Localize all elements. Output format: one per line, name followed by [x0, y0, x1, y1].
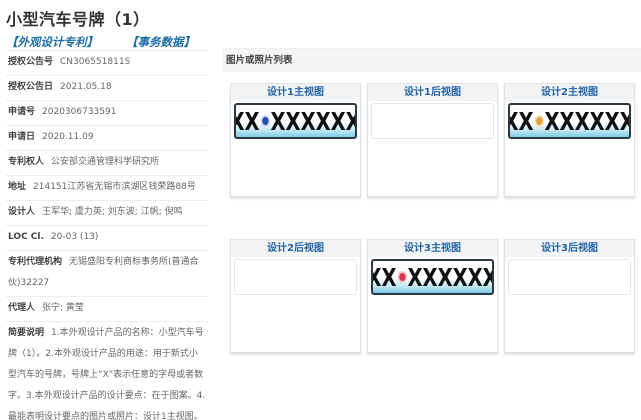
- info-value: 2020.11.09: [42, 132, 94, 142]
- info-value: 20-03 (13): [50, 232, 99, 242]
- info-value: 214151江苏省无锡市滨湖区钱荣路88号: [33, 182, 196, 192]
- plate-emblem-icon: [262, 117, 269, 125]
- info-row-application-date: 申请日 2020.11.09: [6, 126, 208, 151]
- image-list-panel: 图片或照片列表 设计1主视图 XX XXXXXX 设计1后视图 设计2主视图 X…: [222, 48, 641, 353]
- image-card-design3-rear[interactable]: 设计3后视图: [504, 239, 635, 353]
- info-value: CN306551811S: [60, 57, 131, 67]
- plate-text: XX XXXXXX: [373, 262, 494, 292]
- image-card-design2-rear[interactable]: 设计2后视图: [230, 239, 361, 353]
- info-label: 专利代理机构: [8, 257, 63, 267]
- license-plate-image[interactable]: XX XXXXXX: [234, 103, 357, 139]
- section-header: 图片或照片列表: [222, 48, 641, 72]
- license-plate-image[interactable]: XX XXXXXX: [371, 259, 494, 295]
- info-value: 2020306733591: [42, 107, 117, 117]
- plate-emblem-icon: [536, 117, 543, 125]
- info-label: 地址: [8, 182, 27, 192]
- info-label: 专利权人: [8, 157, 45, 167]
- info-label: 申请号: [8, 107, 36, 117]
- patent-info-panel: 授权公告号 CN306551811S 授权公告日 2021.05.18 申请号 202…: [6, 50, 208, 420]
- nav-link-design-patent[interactable]: 【外观设计专利】: [6, 35, 98, 49]
- image-card-design2-front[interactable]: 设计2主视图 XX XXXXXX: [504, 83, 635, 197]
- blank-thumbnail[interactable]: [234, 259, 357, 295]
- info-row-grant-number: 授权公告号 CN306551811S: [6, 50, 208, 76]
- info-value: 1.本外观设计产品的名称：小型汽车号牌（1）。2.本外观设计产品的用途：用于新式…: [8, 328, 206, 420]
- info-label: LOC Cl.: [8, 232, 44, 242]
- info-label: 代理人: [8, 303, 36, 313]
- info-row-agency: 专利代理机构无锡盛阳专利商标事务所(普通合伙)32227: [6, 251, 208, 297]
- image-card-design3-front[interactable]: 设计3主视图 XX XXXXXX: [367, 239, 498, 353]
- info-row-designers: 设计人王军华; 虞力英; 刘东波; 江帆; 倪鸣: [6, 201, 208, 226]
- info-label: 设计人: [8, 207, 36, 217]
- info-row-agent: 代理人张宁; 黄莹: [6, 297, 208, 322]
- plate-emblem-icon: [399, 273, 406, 281]
- info-row-grant-date: 授权公告日 2021.05.18: [6, 76, 208, 101]
- nav-link-affairs-data[interactable]: 【事务数据】: [126, 35, 195, 49]
- info-label: 授权公告号: [8, 57, 54, 67]
- card-title: 设计3后视图: [505, 240, 634, 257]
- plate-text: XX XXXXXX: [510, 106, 631, 136]
- info-row-application-number: 申请号 2020306733591: [6, 101, 208, 126]
- info-value: 张宁; 黄莹: [42, 303, 84, 313]
- nav-links: 【外观设计专利】 【事务数据】: [6, 34, 195, 50]
- card-title: 设计3主视图: [368, 240, 497, 257]
- card-title: 设计2后视图: [231, 240, 360, 257]
- blank-thumbnail[interactable]: [508, 259, 631, 295]
- page-title: 小型汽车号牌（1）: [6, 10, 150, 29]
- info-row-address: 地址 214151江苏省无锡市滨湖区钱荣路88号: [6, 176, 208, 201]
- card-title: 设计2主视图: [505, 84, 634, 101]
- info-label: 申请日: [8, 132, 36, 142]
- card-title: 设计1后视图: [368, 84, 497, 101]
- info-row-loc-class: LOC Cl. 20-03 (13): [6, 226, 208, 251]
- info-row-patentee: 专利权人公安部交通管理科学研究所: [6, 151, 208, 176]
- image-card-design1-rear[interactable]: 设计1后视图: [367, 83, 498, 197]
- blank-thumbnail[interactable]: [371, 103, 494, 139]
- image-card-design1-front[interactable]: 设计1主视图 XX XXXXXX: [230, 83, 361, 197]
- info-value: 2021.05.18: [60, 82, 112, 92]
- plate-text: XX XXXXXX: [236, 106, 357, 136]
- info-value: 公安部交通管理科学研究所: [51, 157, 160, 167]
- info-value: 王军华; 虞力英; 刘东波; 江帆; 倪鸣: [42, 207, 183, 217]
- card-title: 设计1主视图: [231, 84, 360, 101]
- license-plate-image[interactable]: XX XXXXXX: [508, 103, 631, 139]
- info-label: 授权公告日: [8, 82, 54, 92]
- info-label: 简要说明: [8, 328, 45, 338]
- info-value: 无锡盛阳专利商标事务所(普通合伙)32227: [8, 257, 199, 288]
